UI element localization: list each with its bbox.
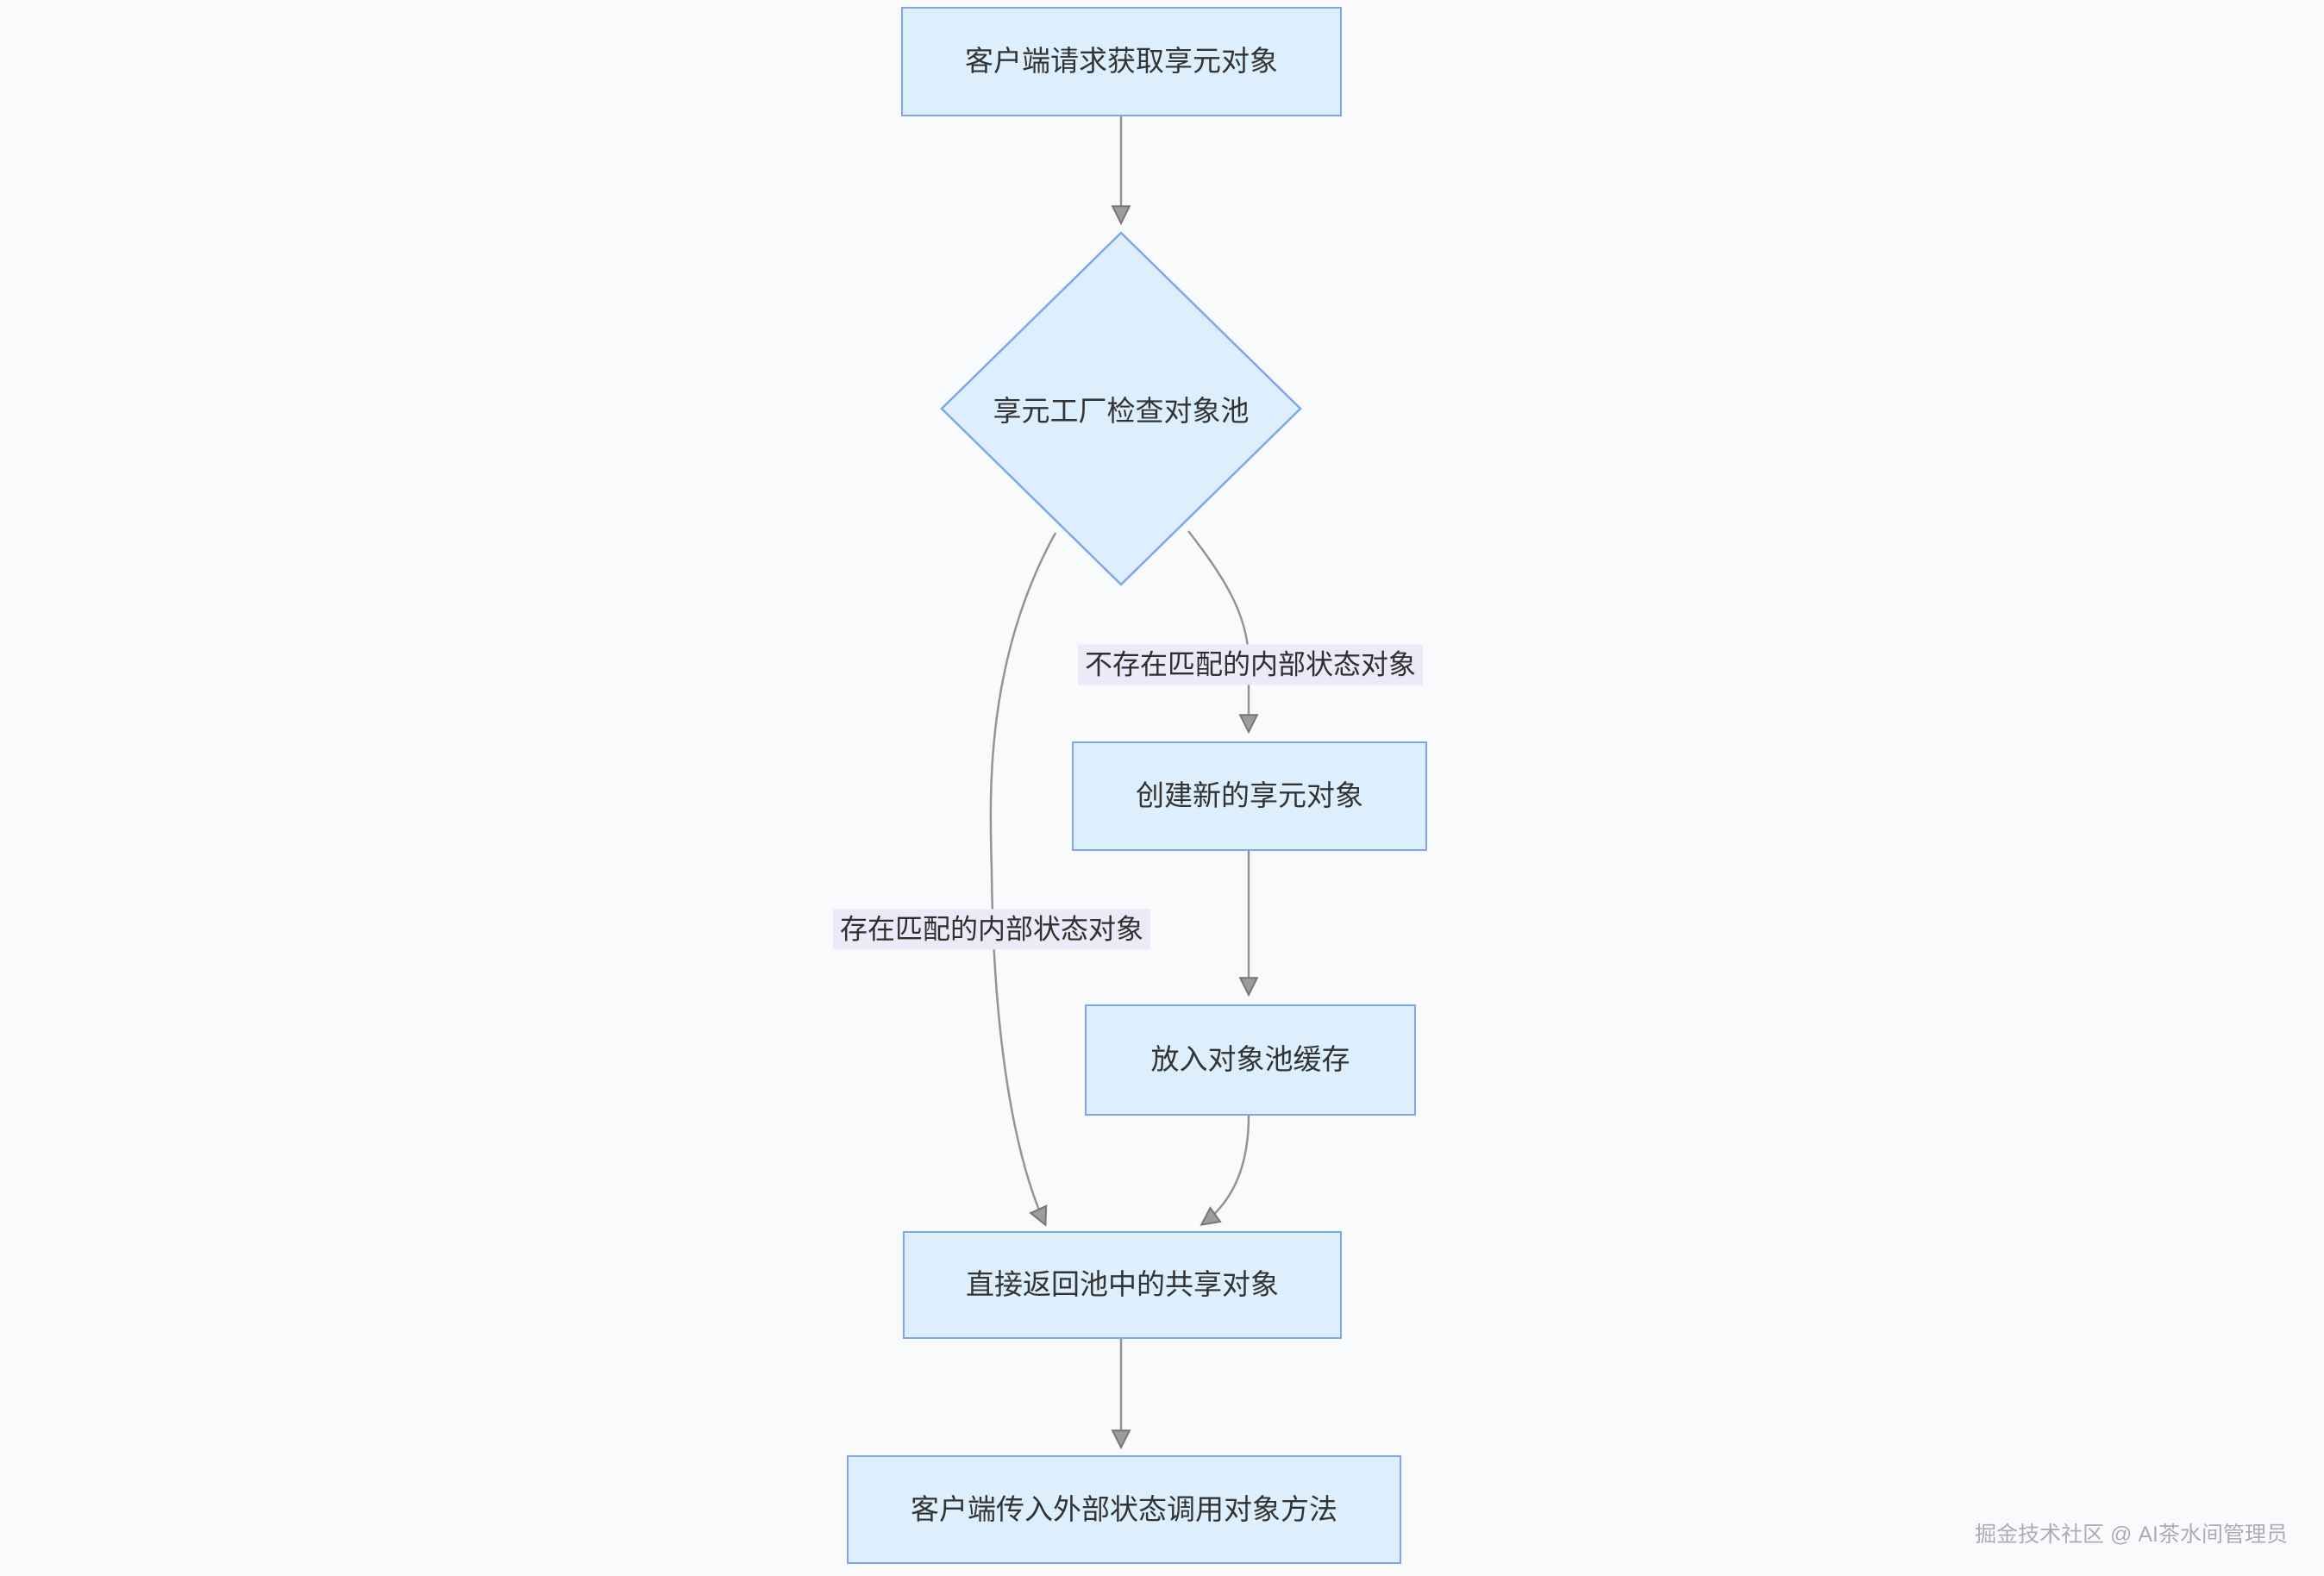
node-invoke-method-label: 客户端传入外部状态调用对象方法	[911, 1492, 1337, 1525]
node-client-request-label: 客户端请求获取享元对象	[965, 45, 1278, 78]
node-client-request: 客户端请求获取享元对象	[901, 7, 1342, 116]
node-create-new: 创建新的享元对象	[1072, 741, 1427, 851]
edge-label-no-match: 不存在匹配的内部状态对象	[1077, 644, 1424, 685]
edge-label-match: 存在匹配的内部状态对象	[832, 909, 1151, 950]
node-check-pool-shape	[940, 231, 1302, 586]
node-return-shared: 直接返回池中的共享对象	[903, 1231, 1342, 1339]
edge-cache-to-return-shared	[1202, 1115, 1250, 1224]
node-return-shared-label: 直接返回池中的共享对象	[966, 1268, 1279, 1301]
watermark-text: 掘金技术社区 @ AI茶水间管理员	[1975, 1523, 2288, 1547]
node-invoke-method: 客户端传入外部状态调用对象方法	[847, 1455, 1401, 1564]
node-cache-label: 放入对象池缓存	[1150, 1043, 1350, 1076]
node-create-new-label: 创建新的享元对象	[1136, 779, 1363, 812]
node-cache: 放入对象池缓存	[1085, 1004, 1416, 1116]
edge-check-pool-to-return-shared	[989, 532, 1057, 1224]
edge-check-pool-to-create-new	[1187, 530, 1249, 731]
